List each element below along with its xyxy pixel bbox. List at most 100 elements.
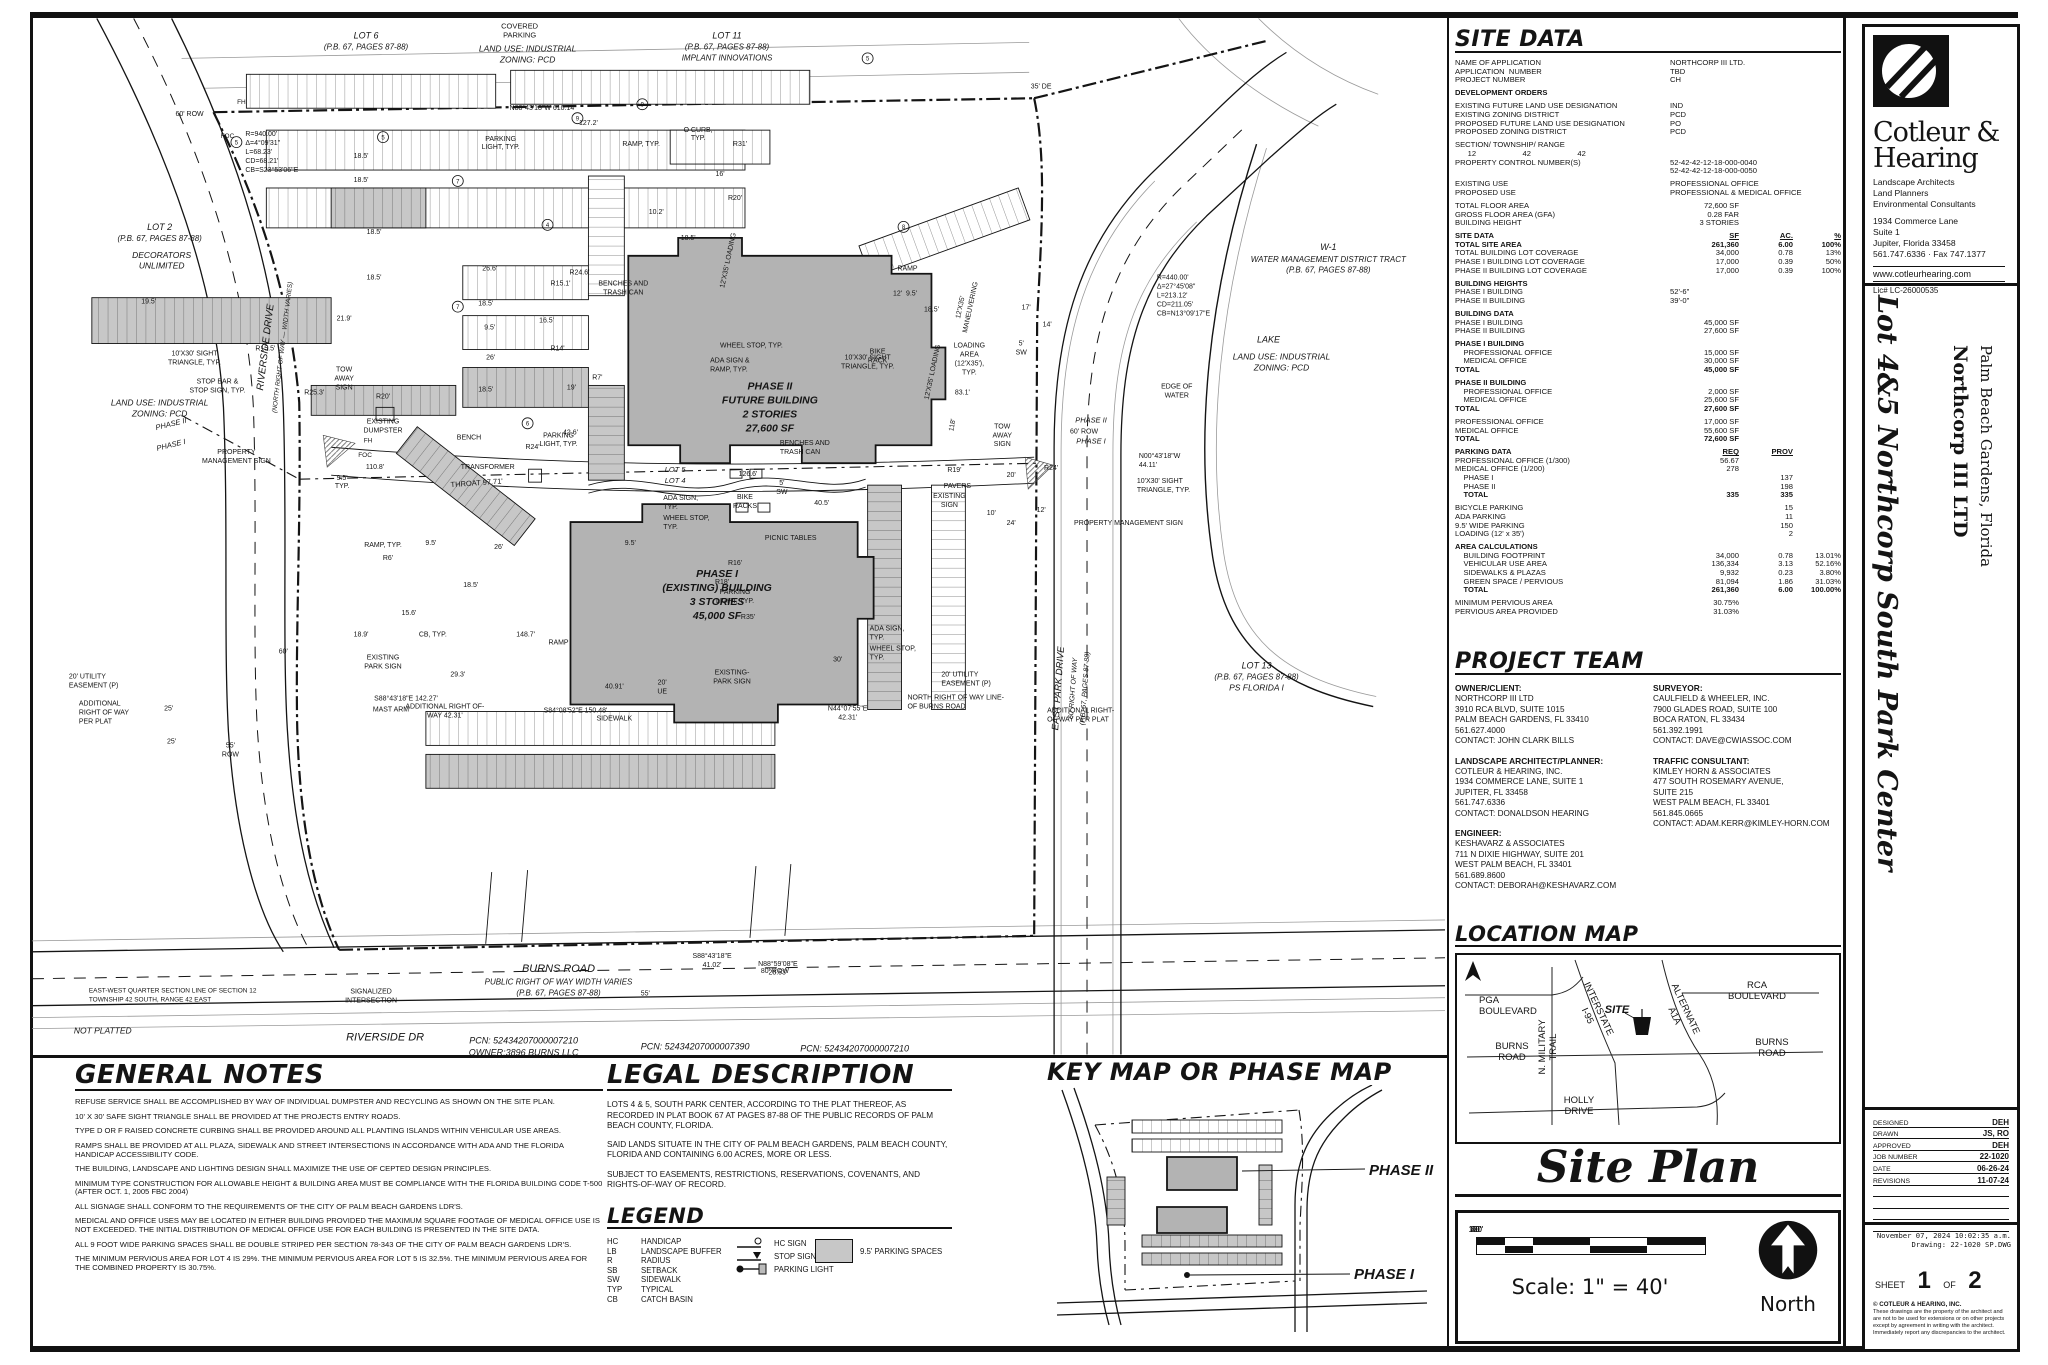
plan-label: WHEEL STOP, TYP. <box>720 343 783 350</box>
plan-label: 14' <box>1043 322 1052 329</box>
site-data-row: TOTAL 261,360 6.00 100.00% <box>1455 585 1841 595</box>
plan-notes-divider <box>30 1055 1449 1058</box>
plan-label: PUBLIC RIGHT OF WAY WIDTH VARIES <box>485 978 633 987</box>
plan-label: R6' <box>383 555 393 562</box>
plan-label: R35' <box>741 614 755 621</box>
plan-label: BENCHES AND <box>598 281 648 288</box>
parking-stalls <box>91 69 1031 789</box>
note-item: THE BUILDING, LANDSCAPE AND LIGHTING DES… <box>75 1164 492 1174</box>
plan-label: TYP. <box>870 655 885 662</box>
project-team-left: OWNER/CLIENT: NORTHCORP III LTD 3910 RCA… <box>1455 683 1643 901</box>
plan-label: OWNER:3896 BURNS LLC <box>469 1048 579 1055</box>
pga-label-2: BOULEVARD <box>1479 1006 1537 1017</box>
firm-license: Lic# LC-26000535 <box>1873 286 1939 296</box>
site-data-row: PROFESSIONAL OFFICE 15,000 SF <box>1455 347 1739 357</box>
parking-count-bubble <box>451 300 464 313</box>
burns-left-label-2: ROAD <box>1498 1052 1526 1063</box>
site-data-row: TOTAL 45,000 SF <box>1455 365 1739 374</box>
plan-label: 40.5' <box>814 500 829 507</box>
plan-label: 20' <box>1007 472 1016 479</box>
plan-label: R7' <box>592 374 602 381</box>
project-client: Northcorp III LTD <box>1949 345 1971 538</box>
plan-label: ADDITIONAL <box>79 701 121 708</box>
key-map-drawing: PHASE II PHASE I <box>1056 1084 1434 1333</box>
site-data-row: TOTAL 335 335 <box>1455 490 1793 500</box>
meta-row: DESIGNED DEH <box>1873 1117 2009 1128</box>
site-data-row: EXISTING FUTURE LAND USE DESIGNATION IND <box>1455 101 1684 111</box>
plan-label: 42.31' <box>838 714 857 721</box>
site-data-row: DEVELOPMENT ORDERS <box>1455 88 1548 98</box>
plan-label: FOC <box>358 452 372 459</box>
plan-label: 127.2' <box>579 120 598 127</box>
plan-label: CD=68.21' <box>245 158 278 165</box>
plan-label: DECORATORS <box>132 250 191 260</box>
plan-label: OWNER:CLARK MAY TR <box>644 1054 747 1055</box>
plan-label: 18.5' <box>367 229 382 236</box>
plan-label: 55' <box>641 991 650 998</box>
plan-label: EAST-WEST QUARTER SECTION LINE OF SECTIO… <box>89 988 257 995</box>
plan-label: CB=N13°09'17"E <box>1157 310 1211 318</box>
site-data-row: BUILDING DATA <box>1455 308 1514 318</box>
site-data-row: AREA CALCULATIONS <box>1455 542 1538 552</box>
plan-label: 10'X30' SIGHT <box>845 355 892 362</box>
site-data-row: TOTAL 27,600 SF <box>1455 403 1739 413</box>
plan-label: PARKING <box>720 589 751 596</box>
plan-label: Δ=4°09'31" <box>245 139 280 147</box>
rca-label-1: RCA <box>1747 980 1768 991</box>
plan-label: 42.6' <box>563 429 578 436</box>
plan-label: ADA SIGN & <box>710 357 750 364</box>
plan-label: RIGHT OF WAY <box>79 709 130 716</box>
plan-label: 126.6' <box>739 471 758 478</box>
sheet-total: 2 <box>1968 1267 1982 1294</box>
key-map-panel: KEY MAP OR PHASE MAP PHASE II PHASE I <box>1047 1059 1443 1340</box>
plan-label: AREA <box>960 352 979 359</box>
north-arrow: North <box>1746 1219 1830 1316</box>
plan-label: LAND USE: INDUSTRIAL <box>479 43 577 53</box>
plan-label: 20' UTILITY <box>69 674 106 681</box>
plan-label: PCN: 52434207000007210 <box>469 1036 578 1046</box>
top-border <box>30 12 2018 18</box>
site-data-row: TOTAL SITE AREA 261,360 6.00 100% <box>1455 239 1841 249</box>
plan-label: FH <box>237 99 246 106</box>
plan-label: 9.5' <box>906 291 917 298</box>
parking-count-bubble <box>636 98 649 111</box>
plan-label: 2 STORIES <box>742 409 798 420</box>
site-data-row: PHASE I BUILDING 52'-6" <box>1455 287 1690 297</box>
note-item: RAMPS SHALL BE PROVIDED AT ALL PLAZA, SI… <box>75 1140 564 1159</box>
plan-label: 148.7' <box>516 632 535 639</box>
east-park-drive-road <box>1053 51 1337 1055</box>
key-map-phase2-building <box>1166 1156 1238 1192</box>
site-data-row: TOTAL BUILDING LOT COVERAGE 34,000 0.78 … <box>1455 248 1841 258</box>
plan-label: R15.1' <box>551 281 571 288</box>
plan-label: PARK SIGN <box>713 679 750 686</box>
plan-label: AWAY <box>993 432 1013 439</box>
plan-label: CB=S23°53'06"E <box>245 166 298 174</box>
plan-label: UE <box>657 689 667 696</box>
plan-label: 80' ROW <box>761 968 789 975</box>
plan-label: 30' <box>833 657 842 664</box>
site-data-row: MINIMUM PERVIOUS AREA 30.75% <box>1455 598 1739 608</box>
parking-count-number: 7 <box>456 305 460 311</box>
site-data-row: PHASE I BUILDING LOT COVERAGE 17,000 0.3… <box>1455 256 1841 266</box>
drawing-meta: DESIGNED DEH DRAWN JS, RO APPROVED DEH J… <box>1865 1110 2017 1238</box>
burns-right-label-2: ROAD <box>1758 1048 1786 1059</box>
site-data-row: PROJECT NUMBER CH <box>1455 75 1681 85</box>
site-data-row: 9.5' WIDE PARKING 150 <box>1455 520 1793 530</box>
site-data-row: NAME OF APPLICATION NORTHCORP III LTD. <box>1455 58 1746 68</box>
plan-label: LIGHT, TYP. <box>539 441 577 448</box>
scale-tick: 80' <box>1470 1225 1482 1234</box>
plan-label: SIGN <box>994 441 1011 448</box>
plan-label: MANEUVERING <box>962 281 980 333</box>
main-right-border <box>1843 12 1846 1352</box>
military-trail-label-2: TRAIL <box>1548 1034 1559 1061</box>
plan-label: PHASE I <box>696 569 739 580</box>
site-data-row: TOTAL FLOOR AREA 72,600 SF <box>1455 200 1739 210</box>
plan-label: 45,000 SF <box>692 611 742 622</box>
site-data-row: EXISTING USE PROFESSIONAL OFFICE <box>1455 179 1759 189</box>
plan-label: LOT 13 <box>1242 661 1272 671</box>
site-data-row: PROFESSIONAL OFFICE (1/300) 56.67 <box>1455 455 1739 465</box>
plan-label: 60' ROW <box>176 111 204 118</box>
plan-label: 18.5' <box>478 386 493 393</box>
meta-row <box>1873 1220 2009 1232</box>
